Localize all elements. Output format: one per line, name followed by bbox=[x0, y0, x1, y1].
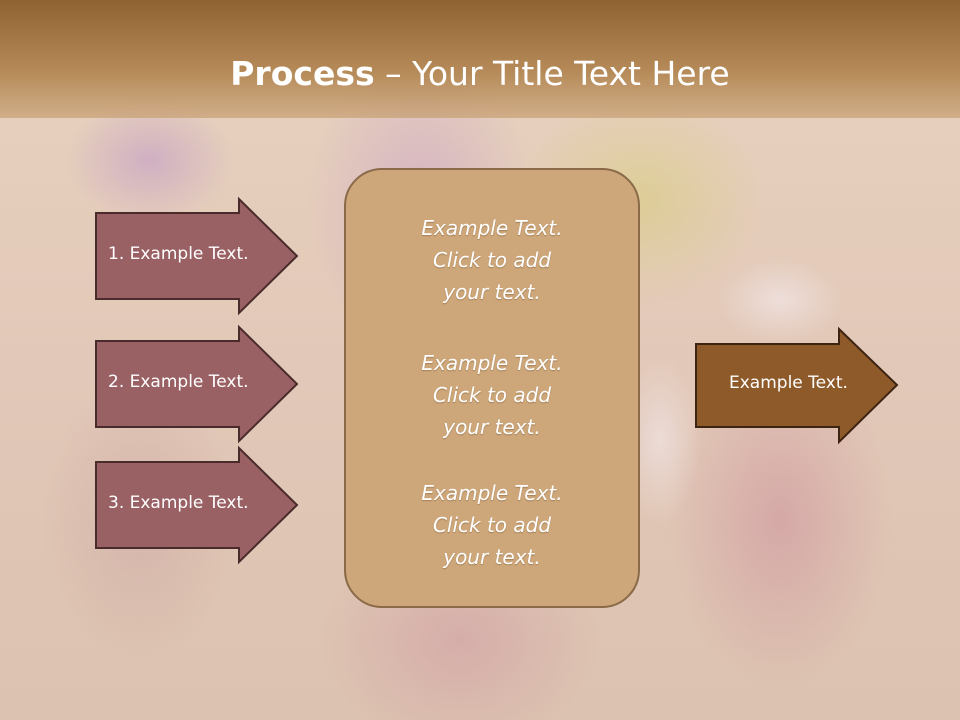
center-text-3-line-1: Example Text. bbox=[421, 481, 563, 505]
input-arrow-1-label: 1. Example Text. bbox=[108, 244, 249, 264]
input-arrow-2[interactable] bbox=[95, 324, 300, 444]
title-bold: Process bbox=[230, 54, 375, 93]
output-arrow[interactable] bbox=[695, 326, 900, 445]
center-text-block-1[interactable]: Example Text. Click to add your text. bbox=[344, 212, 640, 308]
center-text-2-line-2: Click to add bbox=[432, 383, 552, 407]
input-arrow-1[interactable] bbox=[95, 196, 300, 316]
center-text-2-line-3: your text. bbox=[443, 415, 541, 439]
center-text-2-line-1: Example Text. bbox=[421, 351, 563, 375]
output-arrow-label: Example Text. bbox=[729, 373, 848, 393]
title-band bbox=[0, 0, 960, 118]
center-text-block-2[interactable]: Example Text. Click to add your text. bbox=[344, 347, 640, 443]
input-arrow-3[interactable] bbox=[95, 445, 300, 565]
title-rest: – Your Title Text Here bbox=[374, 54, 730, 93]
input-arrow-3-label: 3. Example Text. bbox=[108, 493, 249, 513]
center-text-block-3[interactable]: Example Text. Click to add your text. bbox=[344, 477, 640, 573]
center-text-3-line-3: your text. bbox=[443, 545, 541, 569]
center-text-1-line-2: Click to add bbox=[432, 248, 552, 272]
input-arrow-2-label: 2. Example Text. bbox=[108, 372, 249, 392]
slide-title[interactable]: Process – Your Title Text Here bbox=[0, 52, 960, 96]
center-process-box[interactable] bbox=[344, 168, 640, 608]
center-text-1-line-1: Example Text. bbox=[421, 216, 563, 240]
center-text-1-line-3: your text. bbox=[443, 280, 541, 304]
center-text-3-line-2: Click to add bbox=[432, 513, 552, 537]
